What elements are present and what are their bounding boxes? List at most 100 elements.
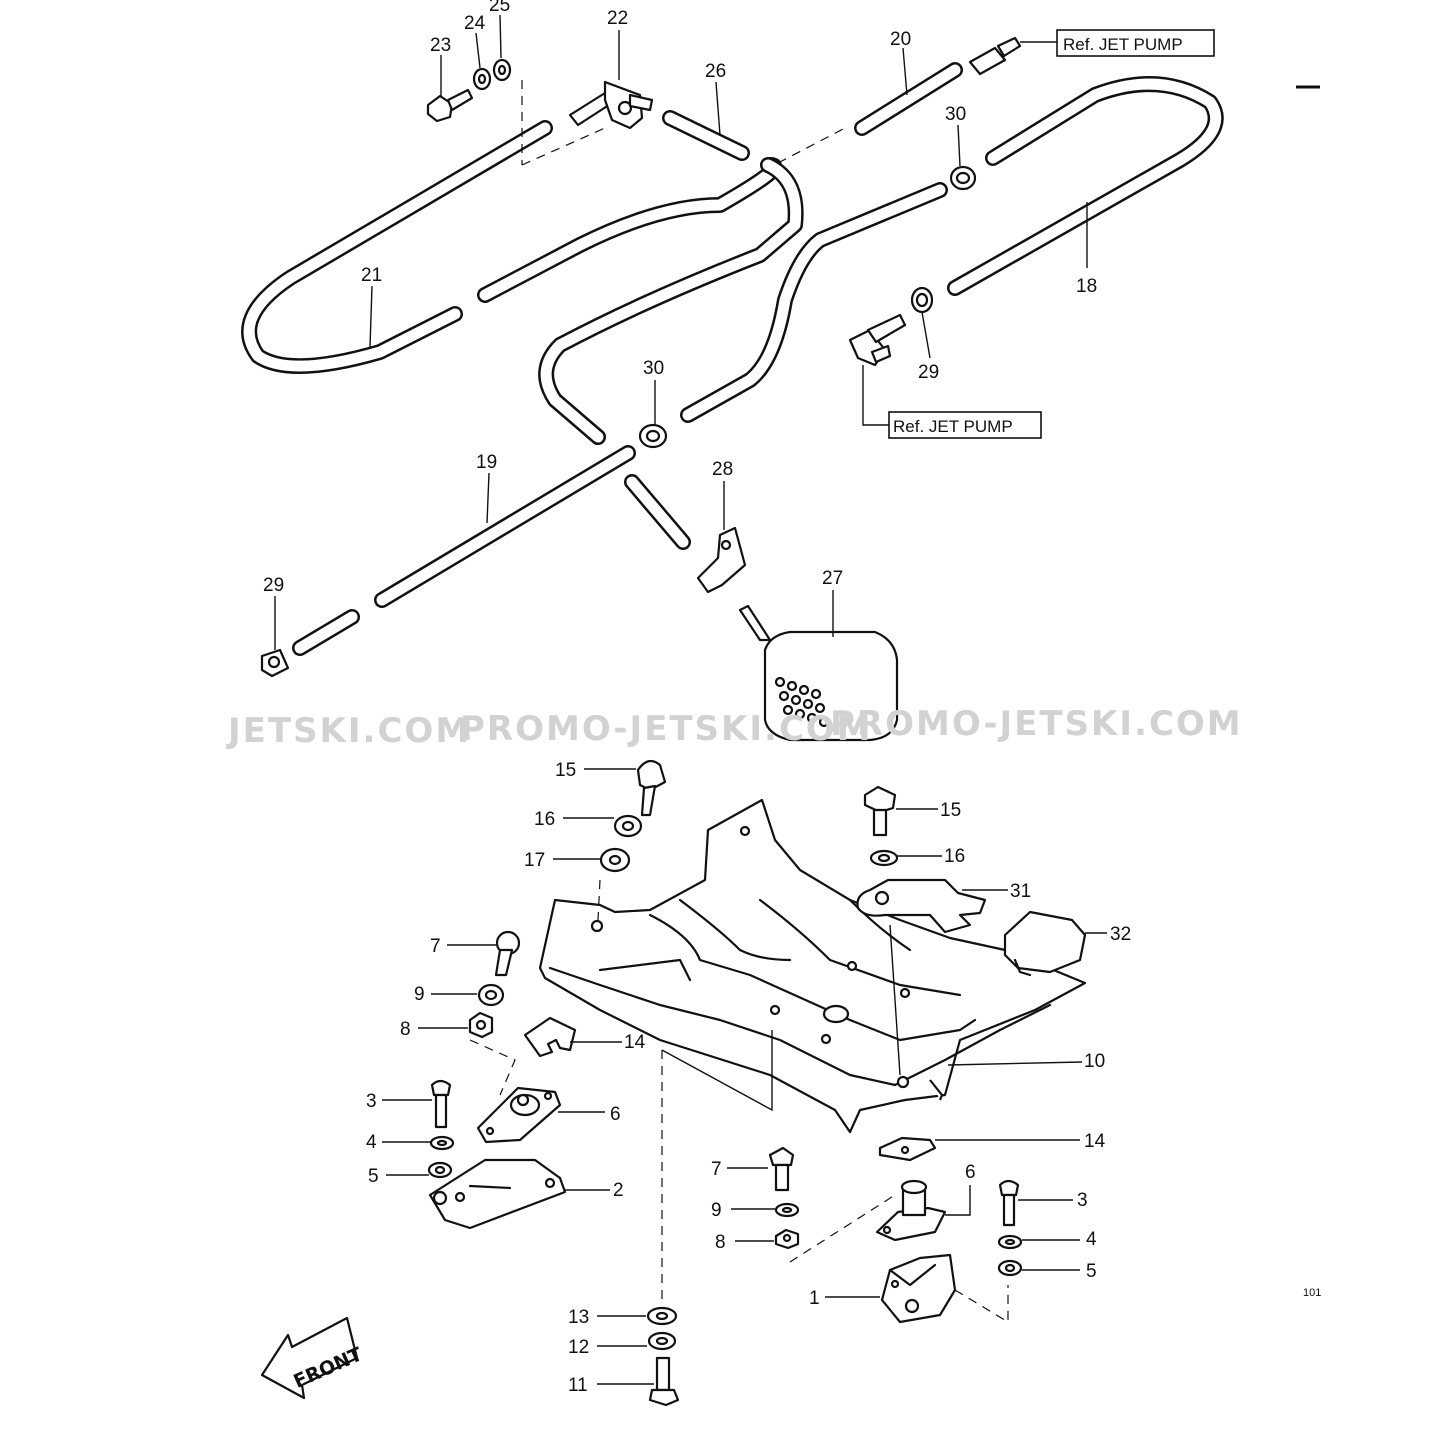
clamp-30-mid xyxy=(638,423,668,449)
callout-21: 21 xyxy=(361,265,382,286)
bolt-11 xyxy=(648,1356,680,1407)
washer-4-left xyxy=(429,1135,455,1151)
bolt-23 xyxy=(426,88,474,123)
ref-jet-pump-top: Ref. JET PUMP xyxy=(1056,29,1215,57)
callouts: 23 24 25 22 26 20 30 18 21 29 30 19 28 2… xyxy=(263,0,1131,1396)
callout-24: 24 xyxy=(464,13,486,34)
dash-line xyxy=(889,924,901,1076)
nut-8-left xyxy=(468,1011,494,1039)
filter-27 xyxy=(738,604,899,742)
callout-3-right: 3 xyxy=(1077,1190,1088,1211)
clip-14-right xyxy=(878,1136,937,1162)
clamp-29-left xyxy=(260,648,290,678)
callout-18: 18 xyxy=(1076,276,1097,297)
hose-filter xyxy=(624,474,691,550)
callout-15-left: 15 xyxy=(555,760,576,781)
callout-30-mid: 30 xyxy=(643,358,664,379)
bolt-3-right xyxy=(998,1179,1020,1227)
callout-17: 17 xyxy=(524,850,545,871)
callout-22: 22 xyxy=(607,8,628,29)
ref-jet-pump-top-label: Ref. JET PUMP xyxy=(1063,35,1183,54)
bracket-28 xyxy=(696,526,747,594)
washer-9-right xyxy=(774,1202,800,1218)
callout-20: 20 xyxy=(890,29,911,50)
hose-short-29 xyxy=(292,609,360,656)
callout-14-left: 14 xyxy=(624,1032,646,1053)
watermark-left: JETSKI.COM xyxy=(226,711,471,751)
bolt-7-left xyxy=(494,930,521,977)
jet-pump-fitting-top xyxy=(968,36,1022,76)
callout-29-left: 29 xyxy=(263,575,284,596)
callout-31: 31 xyxy=(1010,881,1031,902)
callout-11: 11 xyxy=(568,1375,588,1396)
callout-8-right: 8 xyxy=(715,1232,726,1253)
bolt-15-left xyxy=(636,759,667,817)
clamp-30-top xyxy=(949,165,977,191)
hose-18 xyxy=(947,76,1224,296)
page-code: 101 xyxy=(1303,1287,1321,1299)
ref-jet-pump-mid: Ref. JET PUMP xyxy=(888,411,1042,439)
washer-13 xyxy=(646,1306,678,1326)
washer-5-right xyxy=(997,1259,1023,1277)
fitting-22 xyxy=(568,80,654,130)
callout-6-left: 6 xyxy=(610,1104,621,1125)
callout-12: 12 xyxy=(568,1337,589,1358)
mount-6-left xyxy=(476,1086,562,1144)
callout-26: 26 xyxy=(705,61,726,82)
callout-5-left: 5 xyxy=(368,1166,379,1187)
bolt-3-left xyxy=(430,1079,452,1129)
callout-27: 27 xyxy=(822,568,843,589)
mount-6-right xyxy=(875,1179,947,1242)
dash-line xyxy=(469,1039,516,1096)
hose-26 xyxy=(662,110,750,161)
callout-8-left: 8 xyxy=(400,1019,411,1040)
dash-line xyxy=(597,879,601,921)
hose-20 xyxy=(854,62,963,136)
washer-4-right xyxy=(997,1234,1023,1250)
hose-center-right xyxy=(680,182,948,423)
washer-16-left xyxy=(613,814,643,838)
hose-center-s xyxy=(538,157,804,445)
washer-5-left xyxy=(427,1161,453,1179)
callout-19: 19 xyxy=(476,452,497,473)
callout-29-right: 29 xyxy=(918,362,939,383)
bracket-2 xyxy=(428,1158,567,1230)
nut-8-right xyxy=(774,1228,800,1250)
callout-28: 28 xyxy=(712,459,733,480)
callout-16-right: 16 xyxy=(944,846,965,867)
hose-19 xyxy=(374,445,636,608)
watermark-right: PROMO-JETSKI.COM xyxy=(830,704,1243,744)
hose-center-left xyxy=(477,157,783,303)
callout-5-right: 5 xyxy=(1086,1261,1097,1282)
callout-16-left: 16 xyxy=(534,809,555,830)
pad-32 xyxy=(1003,910,1087,977)
callout-30-top: 30 xyxy=(945,104,966,125)
callout-25: 25 xyxy=(489,0,510,16)
ref-jet-pump-mid-label: Ref. JET PUMP xyxy=(893,417,1013,436)
filter-mesh xyxy=(774,676,830,728)
dash-line xyxy=(777,127,846,164)
washer-17-left xyxy=(599,847,631,873)
callout-2: 2 xyxy=(613,1180,624,1201)
hose-21 xyxy=(241,120,553,374)
callout-4-left: 4 xyxy=(366,1132,377,1153)
callout-3-left: 3 xyxy=(366,1091,377,1112)
callout-6-right: 6 xyxy=(965,1162,976,1183)
washer-12 xyxy=(647,1331,677,1351)
clamp-29-right xyxy=(910,286,934,314)
bracket-1 xyxy=(880,1253,957,1324)
dash-line xyxy=(789,1194,896,1263)
callout-15-right: 15 xyxy=(940,800,961,821)
callout-7-right: 7 xyxy=(711,1159,722,1180)
washer-24 xyxy=(472,67,492,91)
callout-4-right: 4 xyxy=(1086,1229,1097,1250)
washer-16-right xyxy=(869,849,899,867)
callout-13: 13 xyxy=(568,1307,589,1328)
callout-10: 10 xyxy=(1084,1051,1105,1072)
callout-14-right: 14 xyxy=(1084,1131,1106,1152)
callout-9-left: 9 xyxy=(414,984,425,1005)
callout-32: 32 xyxy=(1110,924,1131,945)
washer-25 xyxy=(492,58,512,82)
washer-9-left xyxy=(477,983,505,1007)
